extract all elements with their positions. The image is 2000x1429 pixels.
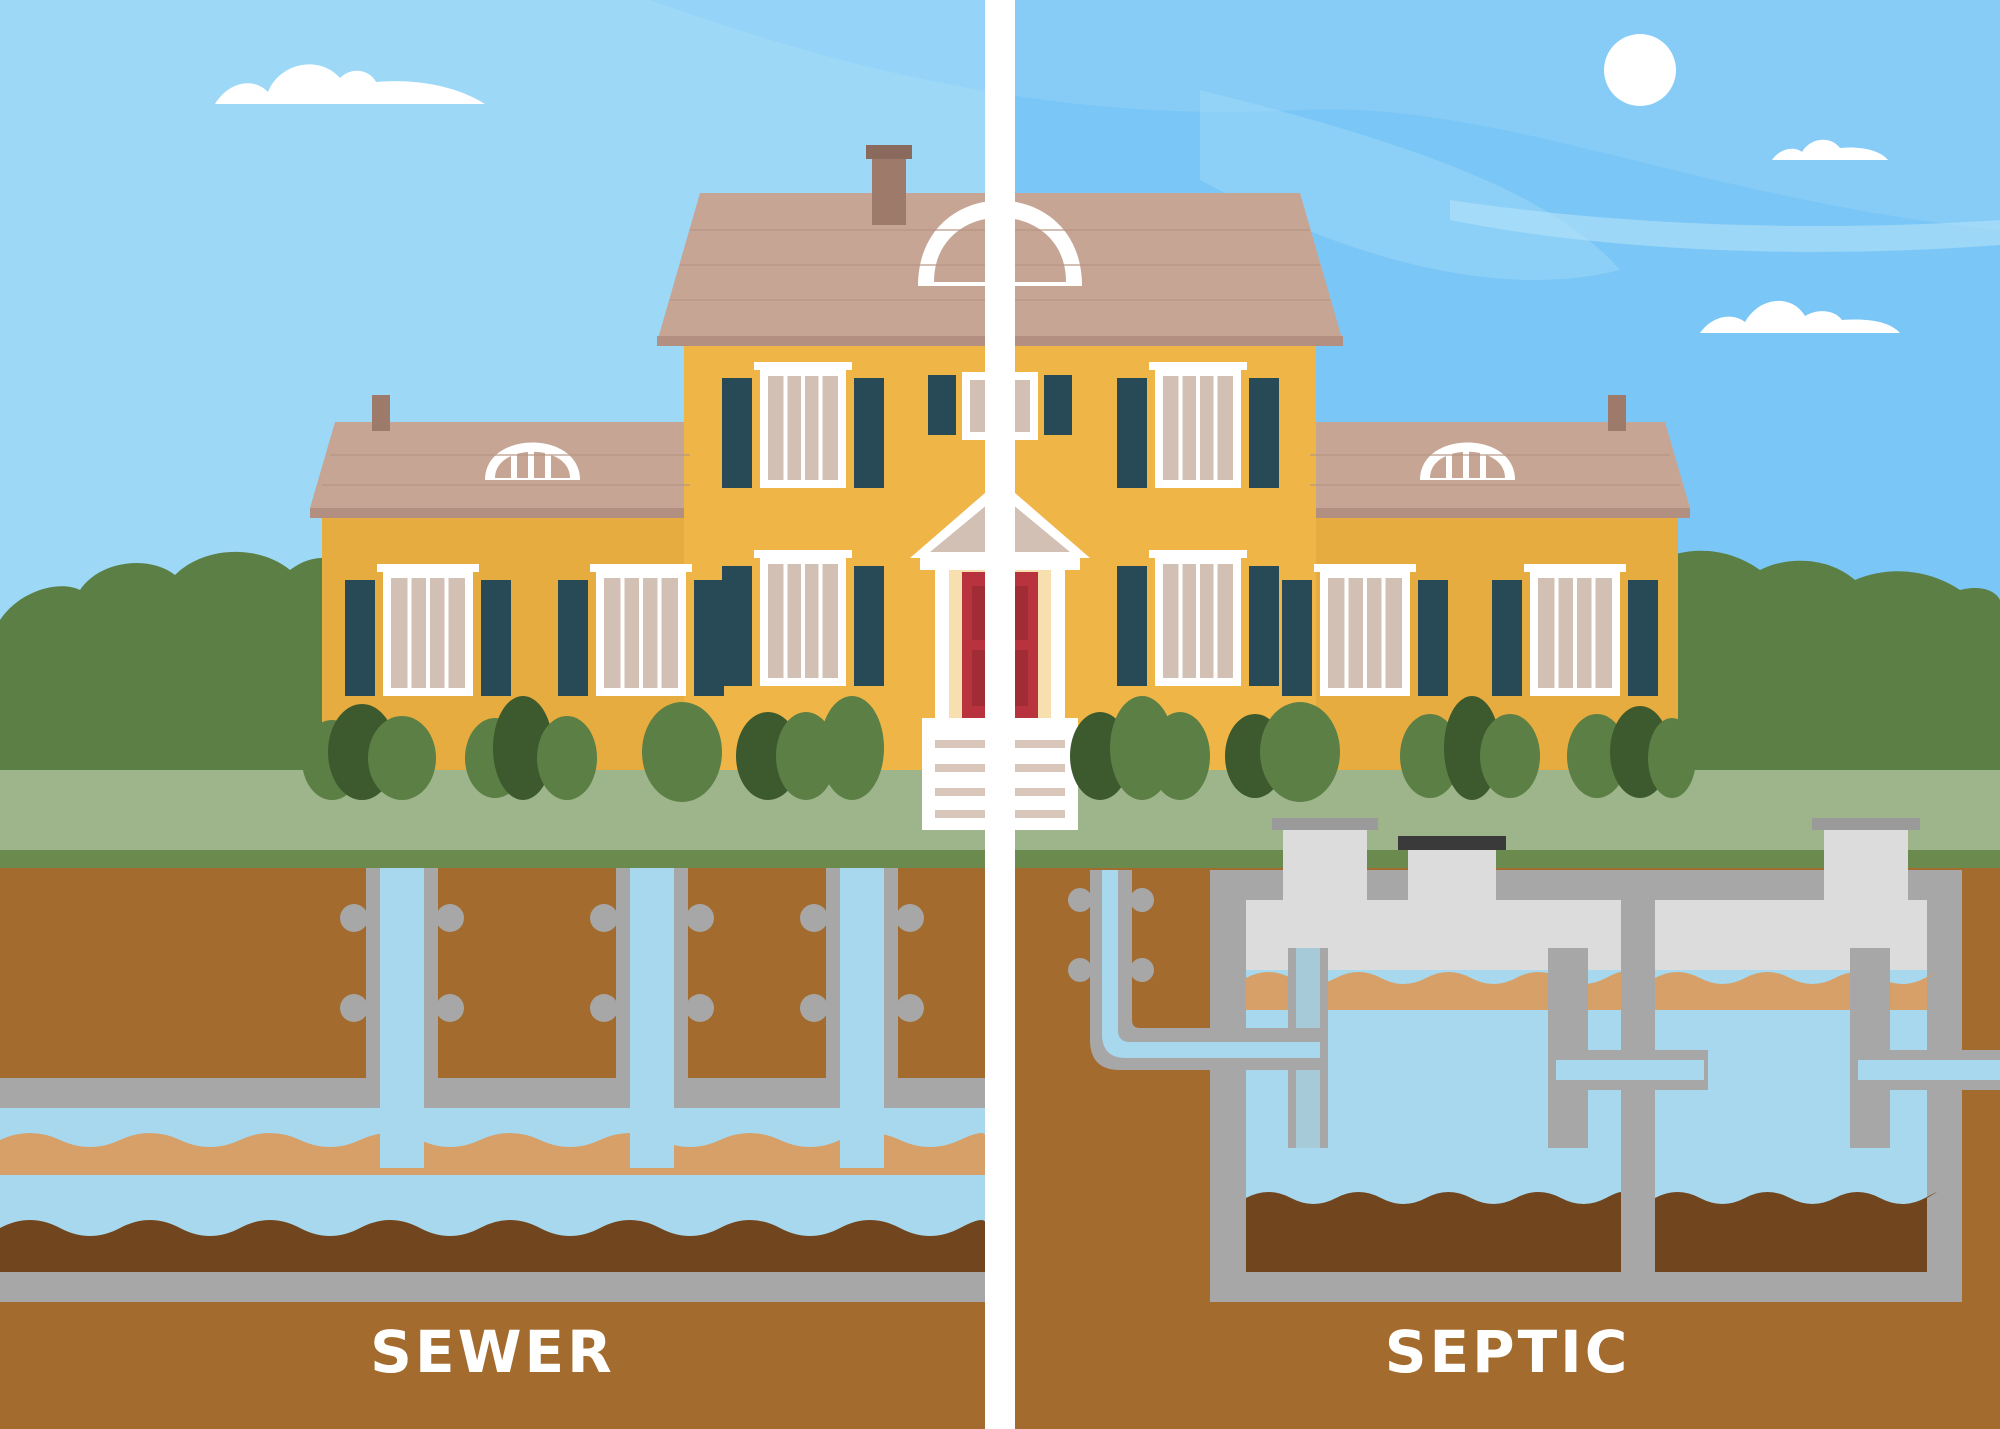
window <box>558 564 724 696</box>
cloud-right-bottom <box>1700 300 1900 333</box>
shrub <box>1150 712 1210 800</box>
sewer-main-pipe <box>0 1078 1018 1302</box>
window <box>1492 564 1658 696</box>
shrub <box>1260 702 1340 802</box>
shrub <box>1567 714 1627 798</box>
window <box>1117 550 1279 686</box>
window <box>345 564 511 696</box>
window <box>1117 362 1279 488</box>
septic-label: SEPTIC <box>1384 1318 1631 1386</box>
shrub <box>493 696 553 800</box>
lateral-pipe <box>340 868 464 1168</box>
window <box>722 362 884 488</box>
shrub <box>1480 714 1540 798</box>
sun <box>1604 34 1676 106</box>
sewer-lateral-pipes <box>340 868 924 1168</box>
lateral-pipe <box>590 868 714 1168</box>
shrub <box>776 712 836 800</box>
center-divider <box>985 0 1015 1429</box>
shrub <box>368 716 436 800</box>
lateral-pipe <box>800 868 924 1168</box>
septic-system <box>1068 818 2000 1302</box>
cloud-right-top <box>1772 139 1888 160</box>
shrub <box>537 716 597 800</box>
shrub <box>1648 718 1696 798</box>
cloud-left <box>215 64 485 104</box>
shrub <box>820 696 884 800</box>
shrubs <box>302 696 1696 802</box>
sewer-label: SEWER <box>370 1318 615 1386</box>
window <box>1282 564 1448 696</box>
window <box>722 550 884 686</box>
tree-line <box>0 550 2000 790</box>
shrub <box>642 702 722 802</box>
